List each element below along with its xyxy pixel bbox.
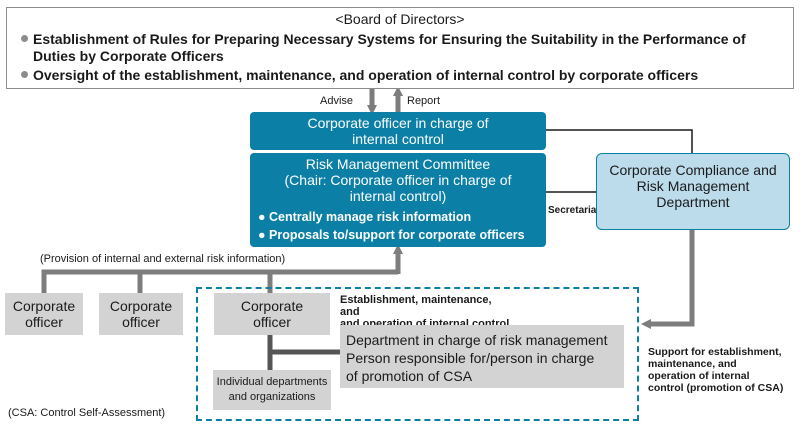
provision-label: (Provision of internal and external risk… bbox=[40, 253, 286, 265]
compliance-line3: Department bbox=[656, 194, 730, 210]
rmc-bullet-1-text: Centrally manage risk information bbox=[269, 210, 472, 224]
compliance-department-box: Corporate Compliance and Risk Management… bbox=[596, 153, 790, 230]
officer-3-line2: officer bbox=[253, 314, 291, 330]
officer-internal-control-box: Corporate officer in charge of internal … bbox=[250, 112, 546, 150]
bullet-icon bbox=[21, 71, 28, 78]
board-of-directors-box: <Board of Directors> Establishment of Ru… bbox=[6, 7, 794, 89]
risk-dept-line3: of promotion of CSA bbox=[346, 368, 473, 384]
rmc-bullet-2-text: Proposals to/support for corporate offic… bbox=[269, 228, 525, 242]
rmc-title-line1: Risk Management Committee bbox=[305, 156, 491, 172]
provision-line-1 bbox=[41, 269, 398, 293]
risk-management-committee-box: Risk Management Committee (Chair: Corpor… bbox=[250, 153, 546, 247]
compliance-line2: Risk Management bbox=[636, 178, 750, 194]
individual-departments-box: Individual departments and organizations bbox=[213, 370, 331, 410]
individual-line2: and organizations bbox=[228, 391, 316, 403]
corporate-officer-box-1: Corporate officer bbox=[5, 293, 83, 335]
support-line1: Support for establishment, bbox=[648, 346, 782, 358]
board-title: <Board of Directors> bbox=[335, 11, 465, 27]
rmc-title-line3: internal control) bbox=[349, 188, 447, 204]
board-item-rules: Establishment of Rules for Preparing Nec… bbox=[21, 31, 783, 48]
advise-label: Advise bbox=[320, 95, 354, 107]
officer-2-line2: officer bbox=[122, 314, 160, 330]
report-label: Report bbox=[407, 95, 441, 107]
officer-internal-line2: internal control bbox=[352, 131, 444, 147]
support-line3: operation of internal bbox=[648, 370, 750, 382]
bullet-icon: ● bbox=[258, 210, 270, 224]
board-item-oversight: Oversight of the establishment, maintena… bbox=[21, 67, 783, 84]
rmc-bullet-2: ● Proposals to/support for corporate off… bbox=[258, 228, 525, 242]
officer-2-line1: Corporate bbox=[109, 298, 173, 314]
board-item-oversight-text: Oversight of the establishment, maintena… bbox=[33, 67, 699, 83]
risk-management-department-box: Department in charge of risk management … bbox=[340, 325, 624, 388]
compliance-line1: Corporate Compliance and bbox=[609, 162, 777, 178]
internal-control-region bbox=[196, 287, 639, 421]
officer-1-line2: officer bbox=[25, 314, 63, 330]
bullet-icon: ● bbox=[258, 228, 270, 242]
officer-3-line1: Corporate bbox=[240, 298, 304, 314]
csa-footnote: (CSA: Control Self-Assessment) bbox=[8, 407, 166, 419]
corporate-officer-box-3: Corporate officer bbox=[214, 293, 330, 335]
support-line2: maintenance, and bbox=[648, 358, 737, 370]
officer-internal-line1: Corporate officer in charge of bbox=[307, 115, 489, 131]
individual-line1: Individual departments bbox=[216, 376, 328, 388]
establishment-line1: Establishment, maintenance, bbox=[340, 294, 492, 306]
bullet-icon bbox=[21, 35, 28, 42]
support-arrow bbox=[641, 230, 695, 329]
board-item-rules-line2: Duties by Corporate Officers bbox=[33, 48, 224, 64]
establishment-line2: and bbox=[340, 306, 360, 318]
risk-dept-line1: Department in charge of risk management bbox=[346, 332, 608, 348]
risk-dept-line2: Person responsible for/person in charge bbox=[346, 350, 595, 366]
support-label: Support for establishment, maintenance, … bbox=[648, 346, 798, 394]
officer-1-line1: Corporate bbox=[12, 298, 76, 314]
secretariat-label: Secretariat bbox=[548, 205, 600, 216]
support-line4: control (promotion of CSA) bbox=[648, 382, 784, 394]
rmc-bullet-1: ● Centrally manage risk information bbox=[258, 210, 471, 224]
board-item-rules-line1: Establishment of Rules for Preparing Nec… bbox=[33, 31, 746, 47]
rmc-title-line2: (Chair: Corporate officer in charge of bbox=[284, 172, 512, 188]
rmc-title: Risk Management Committee (Chair: Corpor… bbox=[250, 156, 546, 204]
officer-compliance-line bbox=[546, 129, 693, 153]
corporate-officer-box-2: Corporate officer bbox=[99, 293, 183, 335]
